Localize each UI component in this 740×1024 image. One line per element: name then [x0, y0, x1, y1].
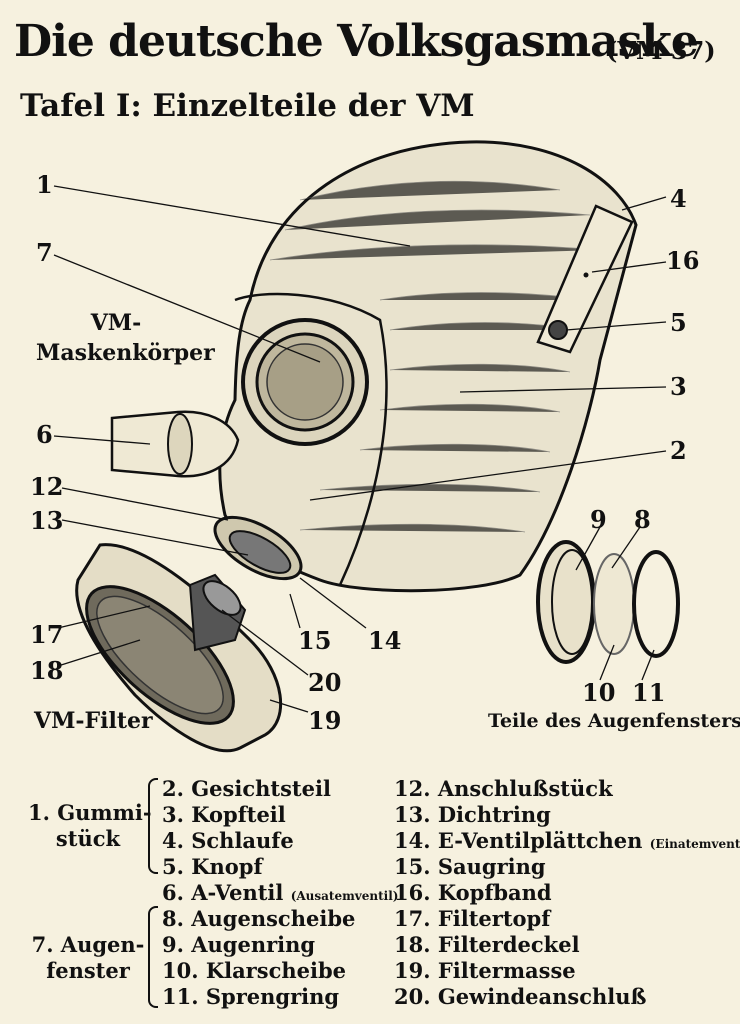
model-tag: (VM 37) [606, 36, 716, 65]
callout-10: 10 [582, 678, 616, 707]
legend-item-2: 2. Gesichtsteil [162, 776, 331, 801]
callout-13: 13 [30, 506, 64, 535]
legend-item-11: 11. Sprengring [162, 984, 340, 1009]
callout-12: 12 [30, 472, 64, 501]
callout-7: 7 [36, 238, 53, 267]
legend-item-13: 13. Dichtring [394, 802, 551, 827]
legend-item-4: 4. Schlaufe [162, 828, 294, 853]
callout-18: 18 [30, 656, 64, 685]
callout-8: 8 [634, 505, 651, 534]
callout-15: 15 [298, 626, 332, 655]
legend-group-augen-line1: 7. Augen- [31, 932, 145, 957]
callout-9: 9 [590, 505, 607, 534]
plate-subtitle: Tafel I: Einzelteile der VM [20, 88, 475, 124]
legend-item-14: 14. E-Ventilplättchen (Einatemventil) [394, 828, 740, 854]
legend-item-6-text: 6. A-Ventil [162, 880, 284, 905]
legend-column-1: 2. Gesichtsteil 3. Kopfteil 4. Schlaufe … [162, 776, 398, 1010]
brace-augen [148, 906, 158, 1008]
legend-item-20: 20. Gewindeanschluß [394, 984, 647, 1009]
legend-item-8: 8. Augenscheibe [162, 906, 356, 931]
legend-item-14-note: (Einatemventil) [649, 837, 740, 851]
legend-item-16: 16. Kopfband [394, 880, 552, 905]
callout-5: 5 [670, 308, 687, 337]
eye-window-parts-drawing [536, 540, 680, 664]
legend-item-9: 9. Augenring [162, 932, 316, 957]
callout-2: 2 [670, 436, 687, 465]
strap-button-drawing [548, 320, 568, 340]
legend-column-2: 12. Anschlußstück 13. Dichtring 14. E-Ve… [394, 776, 740, 1010]
eye-window-parts-label: Teile des Augenfensters [488, 710, 740, 732]
callout-6: 6 [36, 420, 53, 449]
mask-body-label: VM- Maskenkörper [36, 308, 215, 368]
poster-title: Die deutsche Volksgasmaske [14, 16, 699, 67]
legend-item-6: 6. A-Ventil (Ausatemventil) [162, 880, 398, 906]
mask-body-label-line2: Maskenkörper [36, 340, 215, 366]
callout-1: 1 [36, 170, 53, 199]
legend-item-3: 3. Kopfteil [162, 802, 286, 827]
legend-item-18: 18. Filterdeckel [394, 932, 580, 957]
leader-lines [53, 185, 667, 713]
filter-drawing [75, 543, 283, 753]
callout-11: 11 [632, 678, 666, 707]
legend-group-gummi-line2: stück [55, 826, 121, 851]
callout-20: 20 [308, 668, 342, 697]
legend-item-15: 15. Saugring [394, 854, 546, 879]
legend-group-gummi: 1. Gummi- stück [28, 800, 152, 852]
callout-16: 16 [666, 246, 700, 275]
legend-group-augen-line2: fenster [46, 958, 130, 983]
filter-label: VM-Filter [34, 708, 153, 734]
legend-item-6-note: (Ausatemventil) [290, 889, 399, 903]
gas-mask-illustration [53, 140, 680, 753]
callout-4: 4 [670, 184, 687, 213]
legend-item-17: 17. Filtertopf [394, 906, 551, 931]
connector-drawing [213, 515, 303, 581]
callout-3: 3 [670, 372, 687, 401]
mask-body-label-line1: VM- [90, 310, 142, 336]
legend-item-12: 12. Anschlußstück [394, 776, 613, 801]
legend-item-10: 10. Klarscheibe [162, 958, 347, 983]
callout-19: 19 [308, 706, 342, 735]
legend-item-5: 5. Knopf [162, 854, 263, 879]
legend-group-gummi-line1: 1. Gummi- [28, 800, 152, 825]
legend-item-19: 19. Filtermasse [394, 958, 576, 983]
hatching [269, 180, 601, 533]
legend-group-augen: 7. Augen- fenster [28, 932, 148, 984]
head-strap-drawing [536, 204, 634, 354]
legend-item-14-text: 14. E-Ventilplättchen [394, 828, 643, 853]
callout-17: 17 [30, 620, 64, 649]
callout-14: 14 [368, 626, 402, 655]
brace-gummi [148, 778, 158, 874]
